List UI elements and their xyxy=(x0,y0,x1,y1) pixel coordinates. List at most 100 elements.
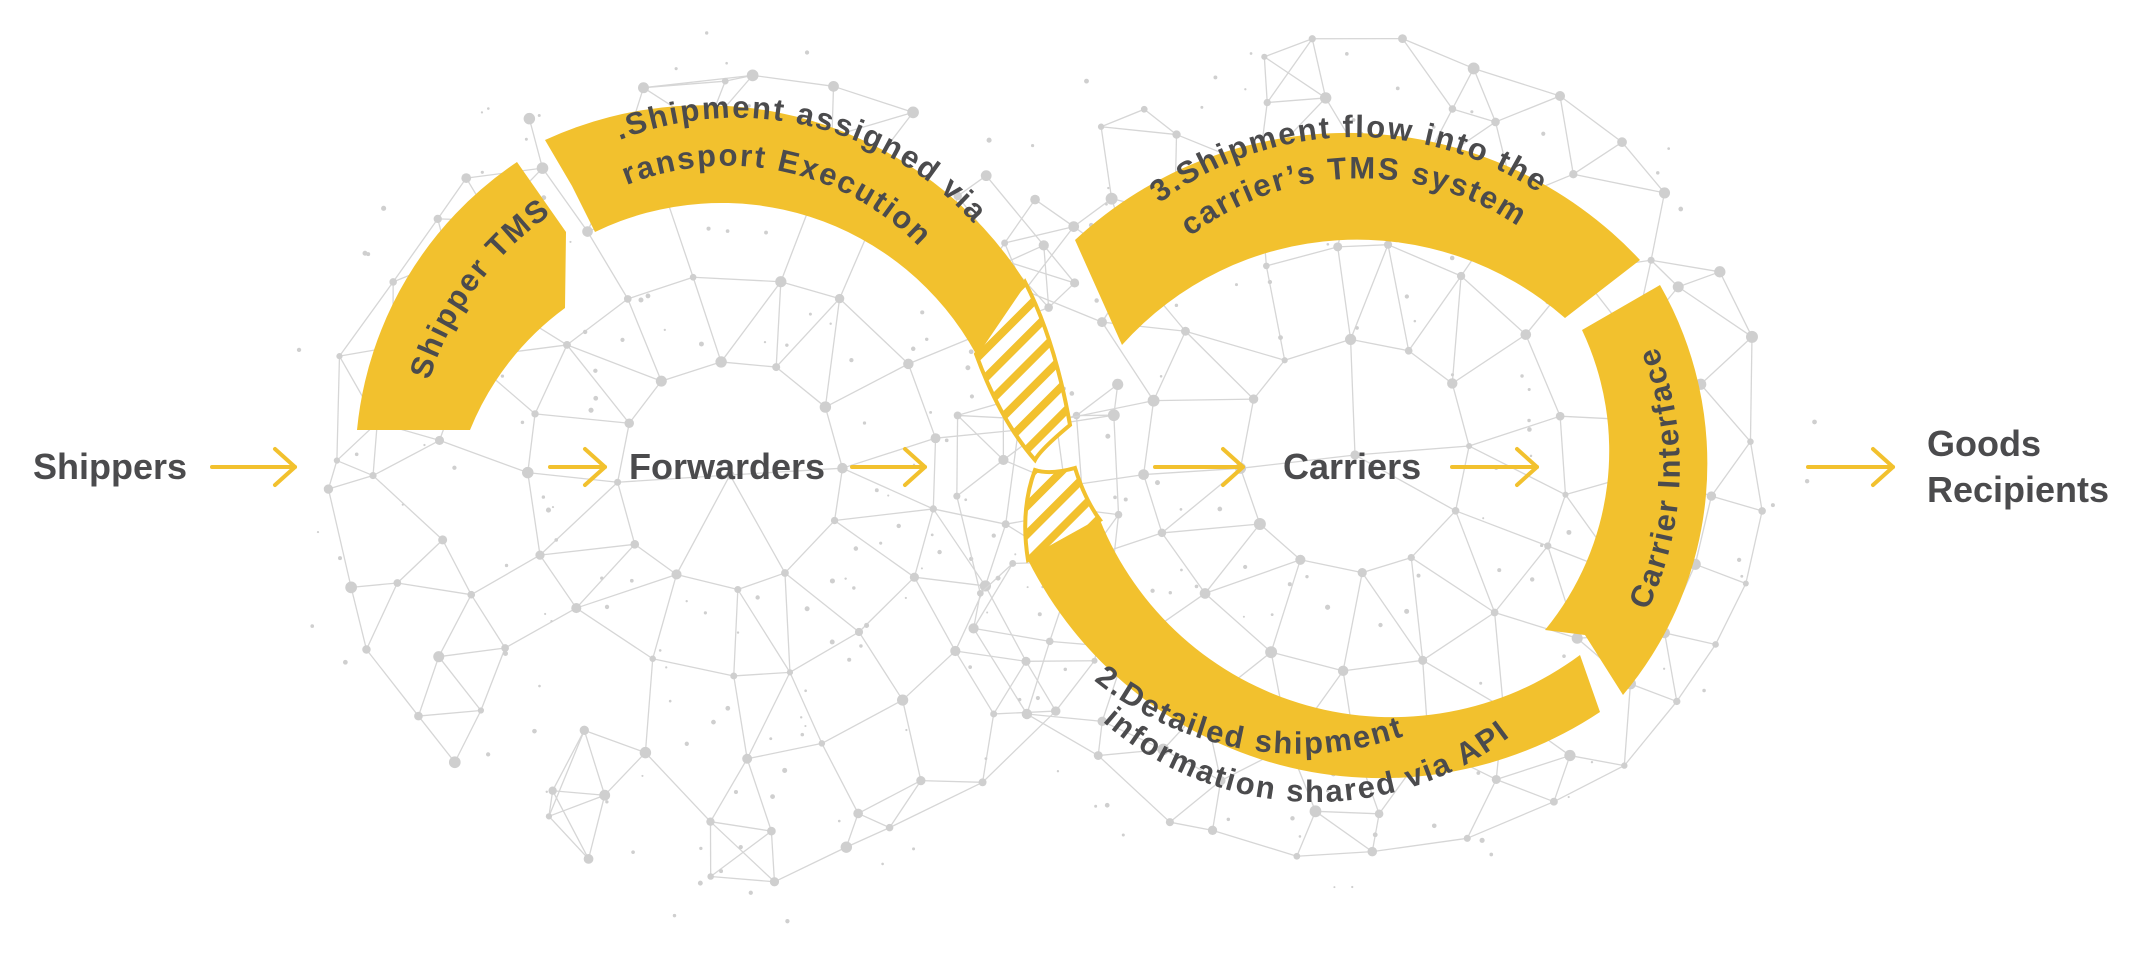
network-edge xyxy=(1710,441,1751,497)
network-edge xyxy=(1185,330,1285,361)
network-edge xyxy=(720,281,782,363)
network-edge xyxy=(1169,821,1213,831)
network-node xyxy=(614,478,622,486)
network-node xyxy=(1263,262,1270,270)
network-dot xyxy=(910,346,916,352)
network-edge xyxy=(1296,850,1373,857)
network-edge xyxy=(1719,271,1753,338)
network-edge xyxy=(729,474,786,574)
network-dot xyxy=(1479,837,1485,843)
goods-recipients-label-line1: Goods xyxy=(1927,423,2041,464)
network-edge xyxy=(439,439,529,474)
network-edge xyxy=(956,459,1004,497)
network-dot xyxy=(881,862,884,866)
network-dot xyxy=(1084,78,1089,84)
network-dot xyxy=(1372,832,1378,838)
network-node xyxy=(583,854,594,864)
network-edge xyxy=(733,589,739,676)
network-edge xyxy=(644,752,711,823)
network-edge xyxy=(583,730,606,796)
network-edge xyxy=(746,758,773,832)
network-dot xyxy=(1395,86,1400,91)
network-edge xyxy=(365,649,419,717)
network-node xyxy=(1447,378,1458,389)
network-edge xyxy=(1239,398,1255,469)
network-node xyxy=(929,505,937,513)
network-edge xyxy=(1495,95,1561,123)
network-edge xyxy=(1410,557,1424,661)
network-edge xyxy=(914,576,986,587)
network-dot xyxy=(658,649,662,652)
network-node xyxy=(781,569,789,577)
network-dot xyxy=(541,495,546,499)
network-dot xyxy=(538,684,541,688)
network-dot xyxy=(1270,613,1274,617)
network-node xyxy=(775,276,787,288)
network-edge xyxy=(932,508,986,587)
network-edge xyxy=(548,730,585,817)
network-dot xyxy=(1479,681,1483,685)
network-edge xyxy=(1152,330,1187,401)
network-dot xyxy=(1249,52,1253,55)
network-edge xyxy=(372,475,444,541)
network-edge xyxy=(775,366,826,408)
network-node xyxy=(1467,62,1480,75)
network-node xyxy=(523,112,536,125)
network-edge xyxy=(397,582,472,596)
network-dot xyxy=(423,443,426,447)
network-dot xyxy=(672,913,677,918)
network-node xyxy=(1407,553,1415,562)
network-edge xyxy=(857,780,922,815)
network-edge xyxy=(824,406,844,469)
network-edge xyxy=(1350,338,1409,352)
network-edge xyxy=(437,177,467,220)
shippers-label: Shippers xyxy=(33,446,187,487)
network-edge xyxy=(1553,755,1571,802)
network-node xyxy=(953,492,961,500)
network-dot xyxy=(697,880,703,886)
network-dot xyxy=(965,365,971,371)
network-dot xyxy=(500,374,505,378)
network-edge xyxy=(1451,383,1470,447)
network-node xyxy=(1112,378,1124,390)
network-dot xyxy=(864,622,870,628)
network-node xyxy=(434,435,445,445)
network-dot xyxy=(829,639,835,645)
network-node xyxy=(333,457,341,464)
network-dot xyxy=(1527,418,1531,423)
network-dot xyxy=(912,847,916,851)
network-dot xyxy=(1804,479,1810,484)
network-edge xyxy=(1569,754,1625,767)
network-edge xyxy=(1494,545,1549,613)
network-dot xyxy=(1562,654,1566,658)
network-edge xyxy=(528,118,544,169)
carrier-interface-band xyxy=(1545,285,1708,695)
network-edge xyxy=(1101,720,1164,751)
network-edge xyxy=(784,572,860,633)
network-edge xyxy=(1460,275,1527,336)
network-dot xyxy=(804,689,807,693)
network-dot xyxy=(929,410,933,414)
network-node xyxy=(1383,240,1393,249)
network-edge xyxy=(982,710,1057,783)
network-dot xyxy=(588,407,594,413)
network-dot xyxy=(785,919,790,924)
network-edge xyxy=(1142,400,1155,475)
network-dot xyxy=(502,650,509,657)
network-edge xyxy=(417,656,440,717)
network-dot xyxy=(1094,804,1098,808)
network-node xyxy=(998,454,1009,466)
network-dot xyxy=(1541,131,1546,136)
network-dot xyxy=(1298,835,1302,838)
network-dot xyxy=(964,498,968,502)
network-edge xyxy=(1184,330,1255,400)
network-edge xyxy=(1454,445,1470,511)
network-node xyxy=(978,778,987,787)
network-dot xyxy=(747,104,751,108)
network-edge xyxy=(1387,244,1410,351)
network-edge xyxy=(973,563,1014,629)
network-edge xyxy=(1342,572,1363,671)
network-dot xyxy=(925,337,929,342)
network-node xyxy=(535,550,545,560)
